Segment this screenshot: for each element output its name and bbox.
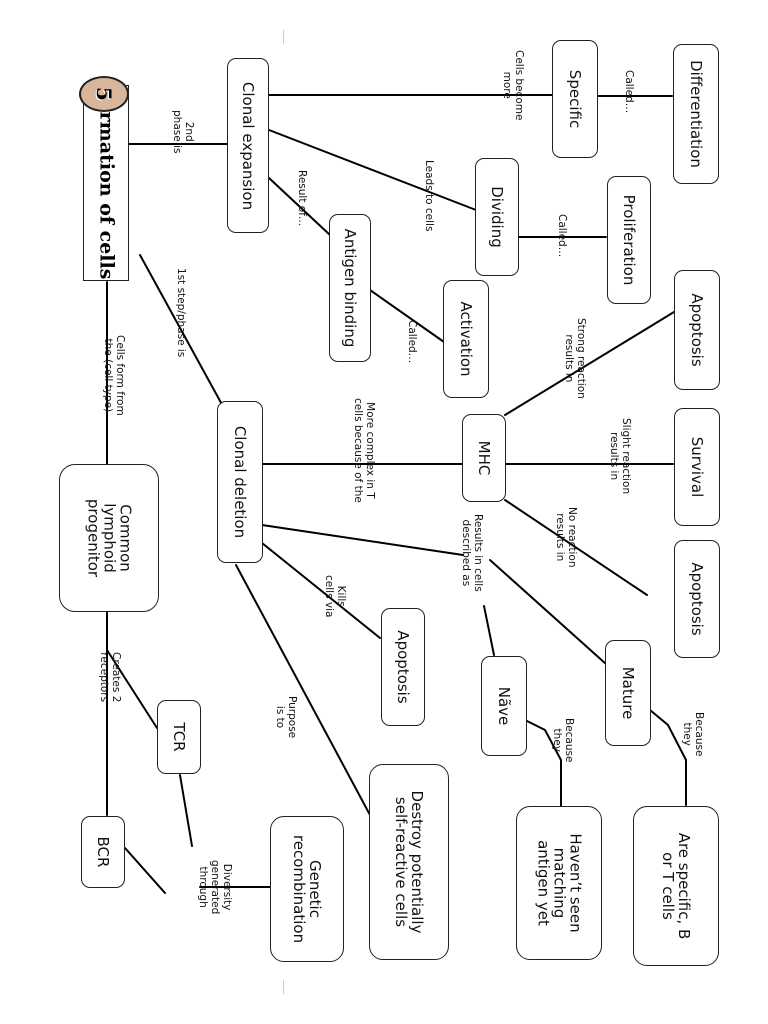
node-label: TCR xyxy=(170,722,189,752)
page-title: Formation of cells xyxy=(95,86,118,280)
label-because-mature: Because they xyxy=(680,712,705,757)
label-because-naive: Because they xyxy=(550,718,575,763)
node-genetic-recombination: Genetic recombination xyxy=(270,816,344,962)
node-specific: Specific xyxy=(552,40,598,158)
node-clonal-deletion: Clonal deletion xyxy=(217,401,263,563)
label-called-dividing: Called… xyxy=(556,214,568,258)
label-strong-reaction: Strong reaction results in xyxy=(562,318,587,399)
node-label: Apoptosis xyxy=(688,562,707,636)
node-are-specific: Are specific, B or T cells xyxy=(633,806,719,966)
label-more-complex: More complex in T cells because of the xyxy=(351,398,376,503)
node-label: Differentiation xyxy=(687,60,706,168)
node-apoptosis-no-reaction: Apoptosis xyxy=(674,540,720,658)
node-survival: Survival xyxy=(674,408,720,526)
node-label: Apoptosis xyxy=(394,630,413,704)
node-label: Nãve xyxy=(495,686,514,726)
node-label: BCR xyxy=(94,836,113,868)
node-label: Common lymphoid progenitor xyxy=(83,498,135,578)
label-purpose-is-to: Purpose is to xyxy=(273,696,298,739)
label-no-reaction: No reaction results in xyxy=(553,507,578,568)
label-cells-become-more: Cells become more xyxy=(500,50,525,121)
node-activation: Activation xyxy=(443,280,489,398)
title-box: Formation of cells xyxy=(83,85,129,281)
node-destroy: Destroy potentially self-reactive cells xyxy=(369,764,449,960)
label-diversity-generated: Diversity generated through xyxy=(196,860,233,915)
label-kills-via: Kills cells via xyxy=(322,575,347,618)
section-number-badge: 5 xyxy=(79,76,129,112)
node-dividing: Dividing xyxy=(475,158,519,276)
node-naive: Nãve xyxy=(481,656,527,756)
node-label: Specific xyxy=(566,69,585,129)
label-results-described: Results in cells described as xyxy=(459,514,484,592)
node-label: Destroy potentially self-reactive cells xyxy=(392,790,427,934)
node-mature: Mature xyxy=(605,640,651,746)
node-label: Haven’t seen matching antigen yet xyxy=(533,833,585,933)
node-common-lymphoid-progenitor: Common lymphoid progenitor xyxy=(59,464,159,612)
label-second-phase: 2nd phase is xyxy=(170,110,195,154)
node-antigen-binding: Antigen binding xyxy=(329,214,371,362)
node-clonal-expansion: Clonal expansion xyxy=(227,58,269,233)
label-called-specific: Called… xyxy=(623,70,635,114)
node-apoptosis-kills: Apoptosis xyxy=(381,608,425,726)
node-bcr: BCR xyxy=(81,816,125,888)
node-label: Dividing xyxy=(488,186,507,248)
label-first-step: 1st step/phase is xyxy=(175,268,187,358)
page-edge-mark xyxy=(283,30,284,44)
node-label: Survival xyxy=(688,436,707,498)
label-called-activation: Called… xyxy=(406,320,418,364)
node-label: MHC xyxy=(475,440,494,476)
node-label: Activation xyxy=(457,301,476,377)
label-result-of: Result of… xyxy=(296,170,308,227)
node-label: Genetic recombination xyxy=(290,834,325,944)
node-havent-seen: Haven’t seen matching antigen yet xyxy=(516,806,602,960)
label-creates-2-receptors: Creates 2 receptors xyxy=(97,652,122,703)
node-label: Clonal expansion xyxy=(239,81,258,210)
label-slight-reaction: Slight reaction results in xyxy=(607,418,632,495)
node-label: Mature xyxy=(619,666,638,720)
label-leads-to-cells: Leads to cells xyxy=(423,160,435,232)
node-apoptosis-strong: Apoptosis xyxy=(674,270,720,390)
node-label: Antigen binding xyxy=(341,228,360,348)
node-label: Clonal deletion xyxy=(231,425,250,539)
page-edge-mark xyxy=(283,980,284,994)
node-label: Are specific, B or T cells xyxy=(659,832,694,940)
section-number: 5 xyxy=(91,87,116,101)
node-tcr: TCR xyxy=(157,700,201,774)
node-label: Proliferation xyxy=(620,194,639,286)
node-differentiation: Differentiation xyxy=(673,44,719,184)
label-cells-form-from: Cells form from the (cell type) xyxy=(101,335,126,416)
node-mhc: MHC xyxy=(462,414,506,502)
node-proliferation: Proliferation xyxy=(607,176,651,304)
node-label: Apoptosis xyxy=(688,293,707,367)
